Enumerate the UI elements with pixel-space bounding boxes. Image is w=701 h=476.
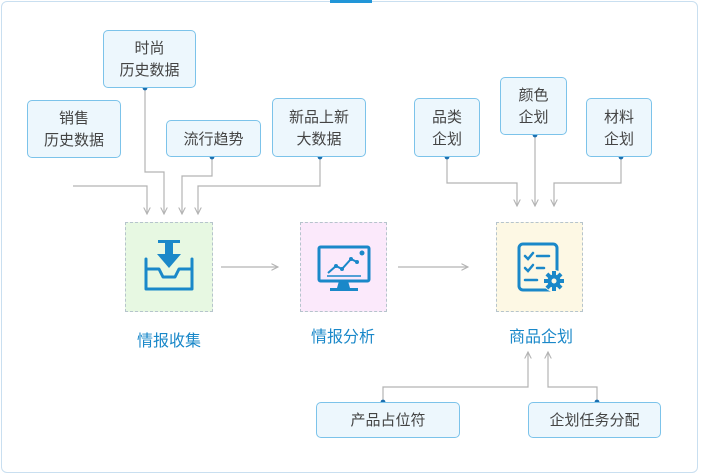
connector-task-assign: [548, 352, 598, 402]
connector-placeholder: [382, 352, 528, 402]
stage-label-collect: 情报收集: [136, 331, 201, 350]
connector-period-history: [144, 88, 164, 214]
checklist-gear-icon: [517, 242, 565, 292]
connector-new-product: [198, 157, 321, 214]
tag-line: 历史数据: [119, 61, 180, 79]
tag-sales-history: 销售 历史数据: [27, 100, 121, 158]
connector-sales-history: [73, 185, 147, 214]
tag-line: 颜色: [518, 86, 549, 104]
connector-material: [554, 157, 622, 206]
connector-trend: [182, 157, 213, 214]
inbox-download-icon: [144, 240, 194, 291]
tag-task-assignment: 企划任务分配: [528, 402, 661, 438]
collect-stage-box: [125, 222, 213, 312]
tag-line: 企划任务分配: [549, 411, 640, 429]
tag-color-planning: 颜色 企划: [500, 77, 567, 135]
tag-period-history: 时尚 历史数据: [103, 30, 196, 88]
tag-line: 材料: [603, 107, 634, 126]
tag-line: 大数据: [296, 129, 342, 148]
tag-line: 历史数据: [43, 131, 104, 149]
stage-label-plan: 商品企划: [508, 327, 573, 346]
tag-trend: 流行趋势: [166, 120, 261, 157]
plan-stage-box: [496, 222, 583, 312]
tag-category-planning: 品类 企划: [414, 98, 480, 157]
tag-line: 企划: [518, 108, 549, 126]
tag-product-placeholder: 产品占位符: [316, 402, 460, 438]
monitor-chart-icon: [317, 245, 371, 291]
tag-line: 时尚: [134, 39, 165, 57]
tag-line: 企划: [603, 129, 634, 148]
tag-line: 品类: [431, 107, 462, 126]
tag-line: 销售: [58, 109, 89, 127]
connector-category: [446, 157, 517, 206]
tag-line: 流行趋势: [183, 129, 244, 148]
tag-line: 企划: [431, 129, 462, 148]
stage-label-analyze: 情报分析: [310, 327, 375, 346]
tag-material-planning: 材料 企划: [586, 98, 652, 157]
tag-new-product: 新品上新 大数据: [272, 98, 366, 157]
analyze-stage-box: [300, 222, 387, 312]
top-tab-indicator: [330, 0, 372, 3]
tag-line: 产品占位符: [350, 411, 426, 429]
tag-line: 新品上新: [288, 107, 349, 126]
